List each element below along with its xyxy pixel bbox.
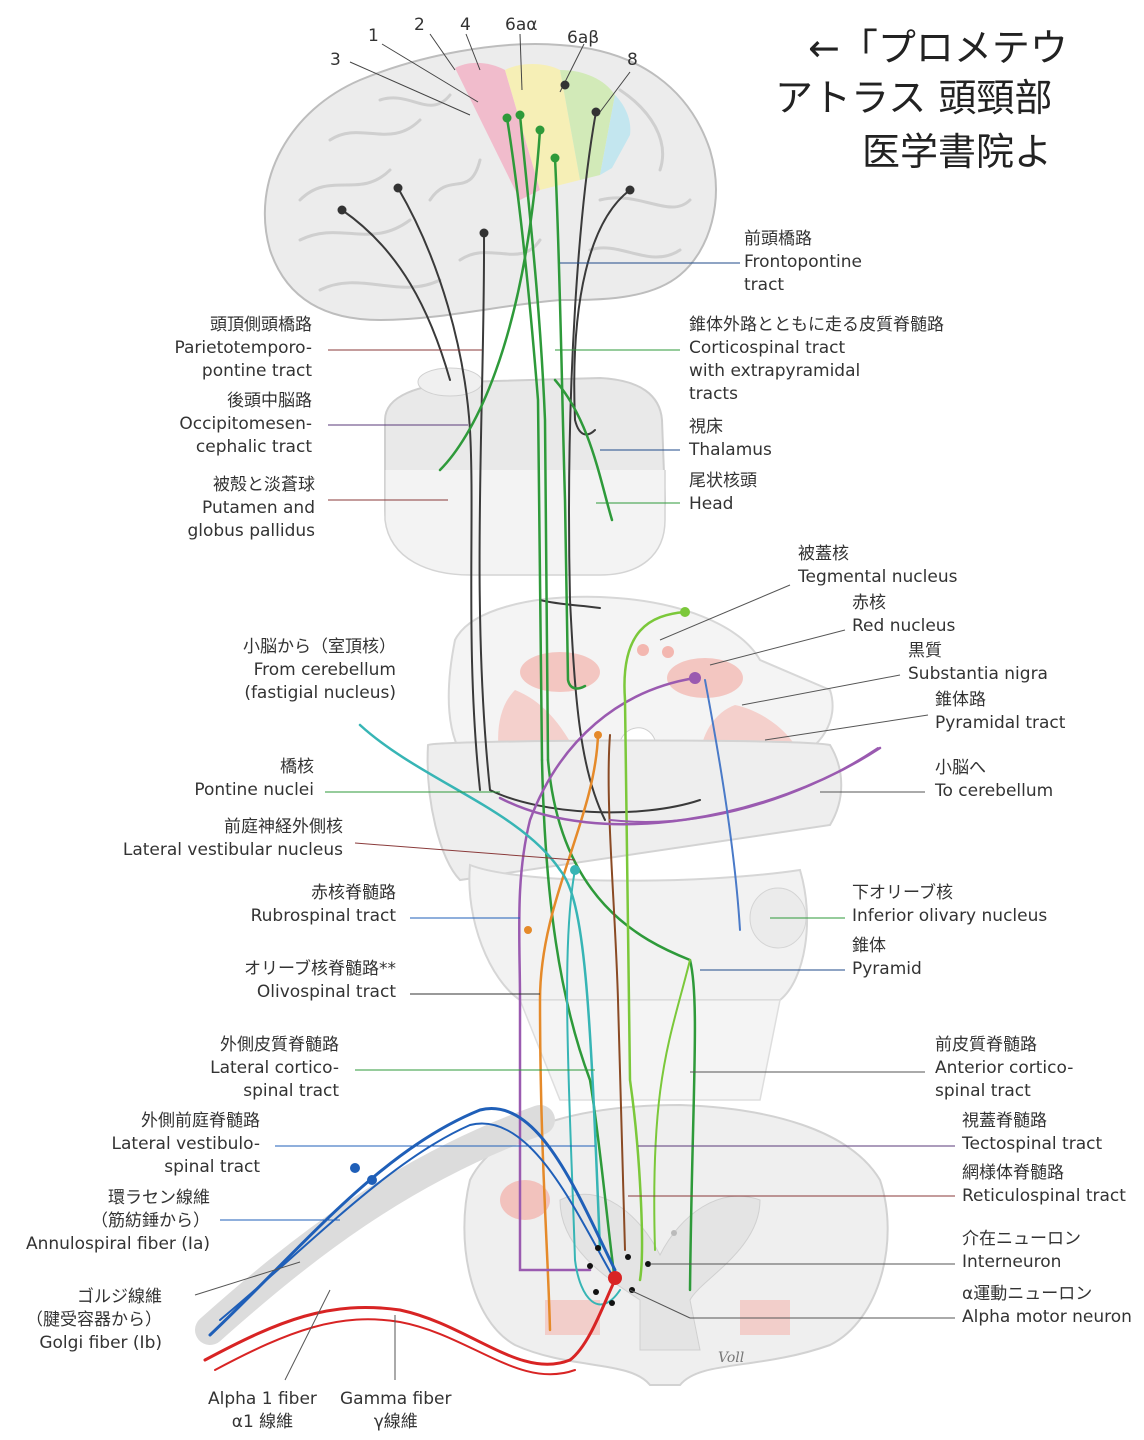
area-number-8: 8 (627, 50, 638, 70)
label-golgi-fiber: ゴルジ線維（腱受容器から）Golgi fiber (Ib) (26, 1286, 162, 1355)
label-annulospiral-fiber: 環ラセン線維（筋紡錘から）Annulospiral fiber (Ia) (26, 1187, 210, 1256)
area-number-6a-alpha: 6aα (505, 15, 537, 35)
area-number-4: 4 (460, 15, 471, 35)
area-number-2: 2 (414, 15, 425, 35)
area-number-3: 3 (330, 50, 341, 70)
label-olivospinal-tract: オリーブ核脊髄路**Olivospinal tract (244, 958, 396, 1004)
cerebral-hemisphere (265, 44, 716, 320)
basal-ganglia-section (385, 368, 665, 575)
reference-note-line-2: アトラス 頭頸部 (775, 74, 1052, 122)
area-number-1: 1 (368, 26, 379, 46)
reference-note-line-3: 医学書院よ (862, 128, 1052, 176)
label-from-cerebellum: 小脳から（室頂核）From cerebellum(fastigial nucle… (243, 636, 396, 705)
area-number-6a-beta: 6aβ (567, 28, 599, 48)
artist-signature: Voll (718, 1350, 744, 1366)
reference-note-line-1: ←「プロメテウ (808, 24, 1068, 72)
alpha-motor-neuron-body (608, 1271, 622, 1285)
